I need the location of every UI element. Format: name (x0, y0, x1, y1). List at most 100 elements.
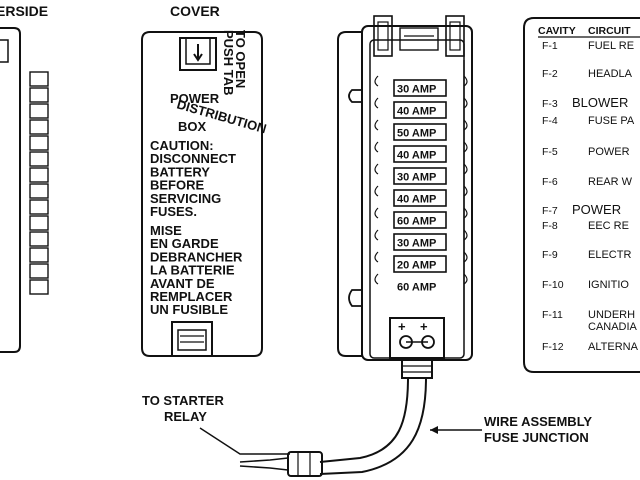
terminal-block (389, 317, 445, 359)
row-cavity: F-10 (542, 279, 564, 291)
french-caution-line: DEBRANCHER (150, 249, 243, 264)
row-cavity: F-1 (542, 40, 558, 52)
wire-label-1: WIRE ASSEMBLY (484, 414, 592, 429)
fuse-outline (393, 211, 447, 229)
fuse-slot[interactable]: 30 AMP (393, 167, 447, 185)
row-cavity: F-11 (542, 309, 563, 321)
svg-text:+: + (420, 319, 428, 334)
row-circuit: EEC RE (588, 220, 629, 232)
caution-line: FUSES. (150, 204, 197, 219)
row-circuit: IGNITIO (588, 279, 629, 291)
starter-connector (199, 427, 323, 477)
row-cavity: F-4 (542, 115, 558, 127)
fuse-outline (393, 145, 447, 163)
table-header-circuit: CIRCUIT (588, 25, 631, 37)
row-circuit: FUSE PA (588, 115, 635, 127)
underside-tab (29, 167, 49, 183)
row-cavity: F-9 (542, 249, 558, 261)
table-row: F-10 IGNITIO (542, 279, 629, 291)
left-clip-top (348, 89, 362, 103)
fuse-box-rib (463, 273, 468, 285)
row-circuit: HEADLA (588, 68, 633, 80)
underside-tab (29, 87, 49, 103)
fuse-outline (393, 123, 447, 141)
cover-latch[interactable] (171, 321, 213, 357)
row-circuit: ALTERNA (588, 341, 639, 353)
row-cavity: F-12 (542, 341, 564, 353)
fuse-outline (393, 189, 447, 207)
french-caution-line: EN GARDE (150, 236, 219, 251)
row-circuit: CANADIA (588, 321, 638, 333)
fuse-rating: 50 AMP (397, 128, 436, 140)
fuse-rating: 40 AMP (397, 150, 436, 162)
left-clip-bottom (348, 289, 362, 307)
cover-title-box: BOX (178, 119, 207, 134)
fuse-rating: 30 AMP (397, 238, 436, 250)
fuse-box-rib (374, 251, 379, 263)
fuse-box-rib (463, 163, 468, 175)
fuse-slot[interactable]: 40 AMP (393, 101, 447, 119)
fuse-slot[interactable]: 60 AMP (397, 282, 436, 294)
underside-panel (0, 27, 49, 353)
arrow-down-icon (193, 44, 203, 62)
underside-tab (29, 199, 49, 215)
fuse-box-ribs (374, 75, 468, 285)
fuse-slot[interactable]: 40 AMP (393, 145, 447, 163)
underside-tab (29, 135, 49, 151)
underside-tab (29, 119, 49, 135)
fuse-box-rib (374, 185, 379, 197)
french-caution-line: AVANT DE (150, 276, 215, 291)
caution-line: BEFORE (150, 178, 205, 193)
row-circuit: BLOWER (572, 95, 628, 110)
table-row: F-5 POWER (542, 146, 630, 158)
fuse-outline (393, 233, 447, 251)
fuse-slot[interactable]: 30 AMP (393, 79, 447, 97)
fuse-box-rib (374, 273, 379, 285)
fuse-rating: 40 AMP (397, 194, 436, 206)
underside-tab (29, 103, 49, 119)
fuse-box-rib (374, 141, 379, 153)
fuse-slot[interactable]: 40 AMP (393, 189, 447, 207)
row-cavity: F-6 (542, 176, 558, 188)
cover-panel: PUSH TAB TO OPEN POWER DISTRIBUTION BOX … (141, 30, 268, 357)
top-connector-left (373, 15, 393, 57)
fuse-box-rib (374, 97, 379, 109)
starter-label-2: RELAY (164, 409, 207, 424)
fuse-rating: 60 AMP (397, 216, 436, 228)
fuse-box-rib (463, 251, 468, 263)
caution-line: CAUTION: (150, 138, 214, 153)
fuse-rating: 30 AMP (397, 84, 436, 96)
french-caution-line: MISE (150, 223, 182, 238)
fuse-slot[interactable]: 30 AMP (393, 233, 447, 251)
fuse-slot[interactable]: 60 AMP (393, 211, 447, 229)
table-header-cavity: CAVITY (538, 25, 576, 37)
fuse-box-rib (374, 163, 379, 175)
fuse-box-rib (463, 229, 468, 241)
underside-tab (29, 279, 49, 295)
underside-tab-strip (29, 71, 49, 295)
push-tab-label-1: PUSH TAB (221, 30, 236, 95)
caution-line: SERVICING (150, 191, 221, 206)
caution-line: BATTERY (150, 164, 210, 179)
fuse-slot[interactable]: 20 AMP (393, 255, 447, 273)
fuse-slot[interactable]: 50 AMP (393, 123, 447, 141)
row-cavity: F-5 (542, 146, 558, 158)
fuse-outline (393, 101, 447, 119)
fuse-outline (393, 255, 447, 273)
fuse-outline (393, 79, 447, 97)
svg-text:+: + (398, 319, 406, 334)
underside-tab (29, 263, 49, 279)
fuse-box-rib (463, 119, 468, 131)
underside-tab (29, 183, 49, 199)
fuse-box-rib (463, 207, 468, 219)
fuse-rating: 60 AMP (397, 282, 436, 294)
row-circuit: POWER (588, 146, 630, 158)
